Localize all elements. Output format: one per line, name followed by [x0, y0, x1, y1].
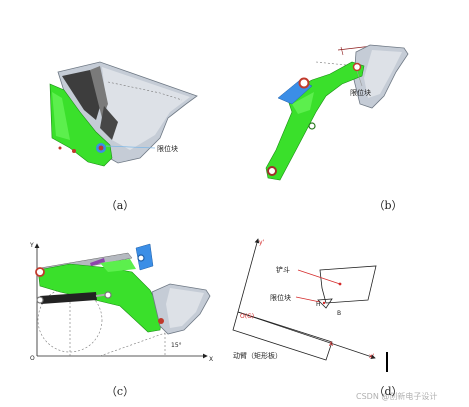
- rocker-link: [135, 243, 154, 271]
- boom-label: 动臂（矩形板）: [233, 351, 282, 360]
- pin: [352, 62, 362, 72]
- origin-label: O: [30, 355, 35, 362]
- pin: [98, 145, 104, 151]
- pin: [36, 296, 44, 304]
- origin-label: O(G): [240, 313, 254, 320]
- small-link: [90, 258, 105, 266]
- bucket-side-plate-mid: [90, 66, 108, 118]
- x-prime-axis-label: x': [369, 353, 375, 360]
- y-prime-axis-label: y': [259, 239, 265, 246]
- hydraulic-cylinder: [40, 292, 97, 304]
- limit-block-label: 限位块: [350, 88, 371, 97]
- bucket-label: 铲斗: [276, 265, 290, 274]
- pin: [35, 267, 45, 277]
- caption-a: （a）: [106, 199, 135, 212]
- point-a-label: A: [329, 341, 334, 348]
- boom-arm-highlight: [52, 92, 70, 140]
- boom-arm: [49, 83, 113, 167]
- panel-a: 限位块 （a）: [49, 61, 198, 212]
- bucket-outline: [319, 265, 377, 304]
- watermark: CSDN @创新电子设计: [356, 391, 437, 401]
- pin: [298, 77, 310, 89]
- limit-block-leader: [295, 296, 321, 303]
- boom-arm: [265, 61, 365, 181]
- pin: [308, 122, 316, 130]
- boom-arm-highlight: [292, 92, 314, 114]
- reference-line: [99, 332, 166, 357]
- point-h-label: H: [316, 301, 321, 308]
- limit-block-label: 限位块: [270, 293, 291, 302]
- panel-d: y' x' O(G) A 动臂（矩形板） 铲斗 限位块 H B CSDN @创新…: [232, 238, 437, 401]
- pin: [72, 149, 76, 153]
- y-prime-axis: [237, 238, 260, 313]
- boom-rectangle-plate: [232, 311, 333, 361]
- pin: [104, 291, 112, 299]
- pin: [58, 146, 62, 150]
- bucket-surface-line: [107, 81, 183, 101]
- caption-c: （c）: [106, 385, 134, 398]
- pin: [137, 254, 145, 262]
- pin: [267, 166, 277, 176]
- cursor-bar: [386, 352, 388, 372]
- bucket-inner-face: [102, 67, 190, 150]
- bucket-side-plate-low: [100, 106, 118, 140]
- limit-block-leader: [356, 70, 363, 87]
- panel-c: Y O X 15° （c）: [29, 242, 213, 398]
- caption-b: （b）: [373, 199, 402, 212]
- pin: [158, 318, 164, 324]
- bucket-side-plate-dark: [62, 70, 102, 120]
- angle-label: 15°: [171, 342, 182, 349]
- reference-circle: [37, 287, 103, 353]
- x-axis-label: X: [209, 356, 213, 363]
- reference-line: [340, 46, 344, 56]
- panel-b: 限位块 （b）: [265, 44, 409, 212]
- limit-block-leader: [105, 145, 156, 149]
- y-axis-label: Y: [29, 242, 34, 249]
- limit-block-point: [322, 301, 326, 305]
- limit-block-shape: [317, 298, 333, 309]
- bucket-leader: [297, 269, 341, 285]
- bucket-inner-face: [364, 50, 402, 98]
- bucket-inner-face: [166, 288, 204, 328]
- point-b-label: B: [337, 310, 341, 317]
- boom-arm-highlight: [100, 259, 136, 272]
- limit-block-label: 限位块: [157, 144, 178, 153]
- caption-d: （d）: [373, 385, 402, 398]
